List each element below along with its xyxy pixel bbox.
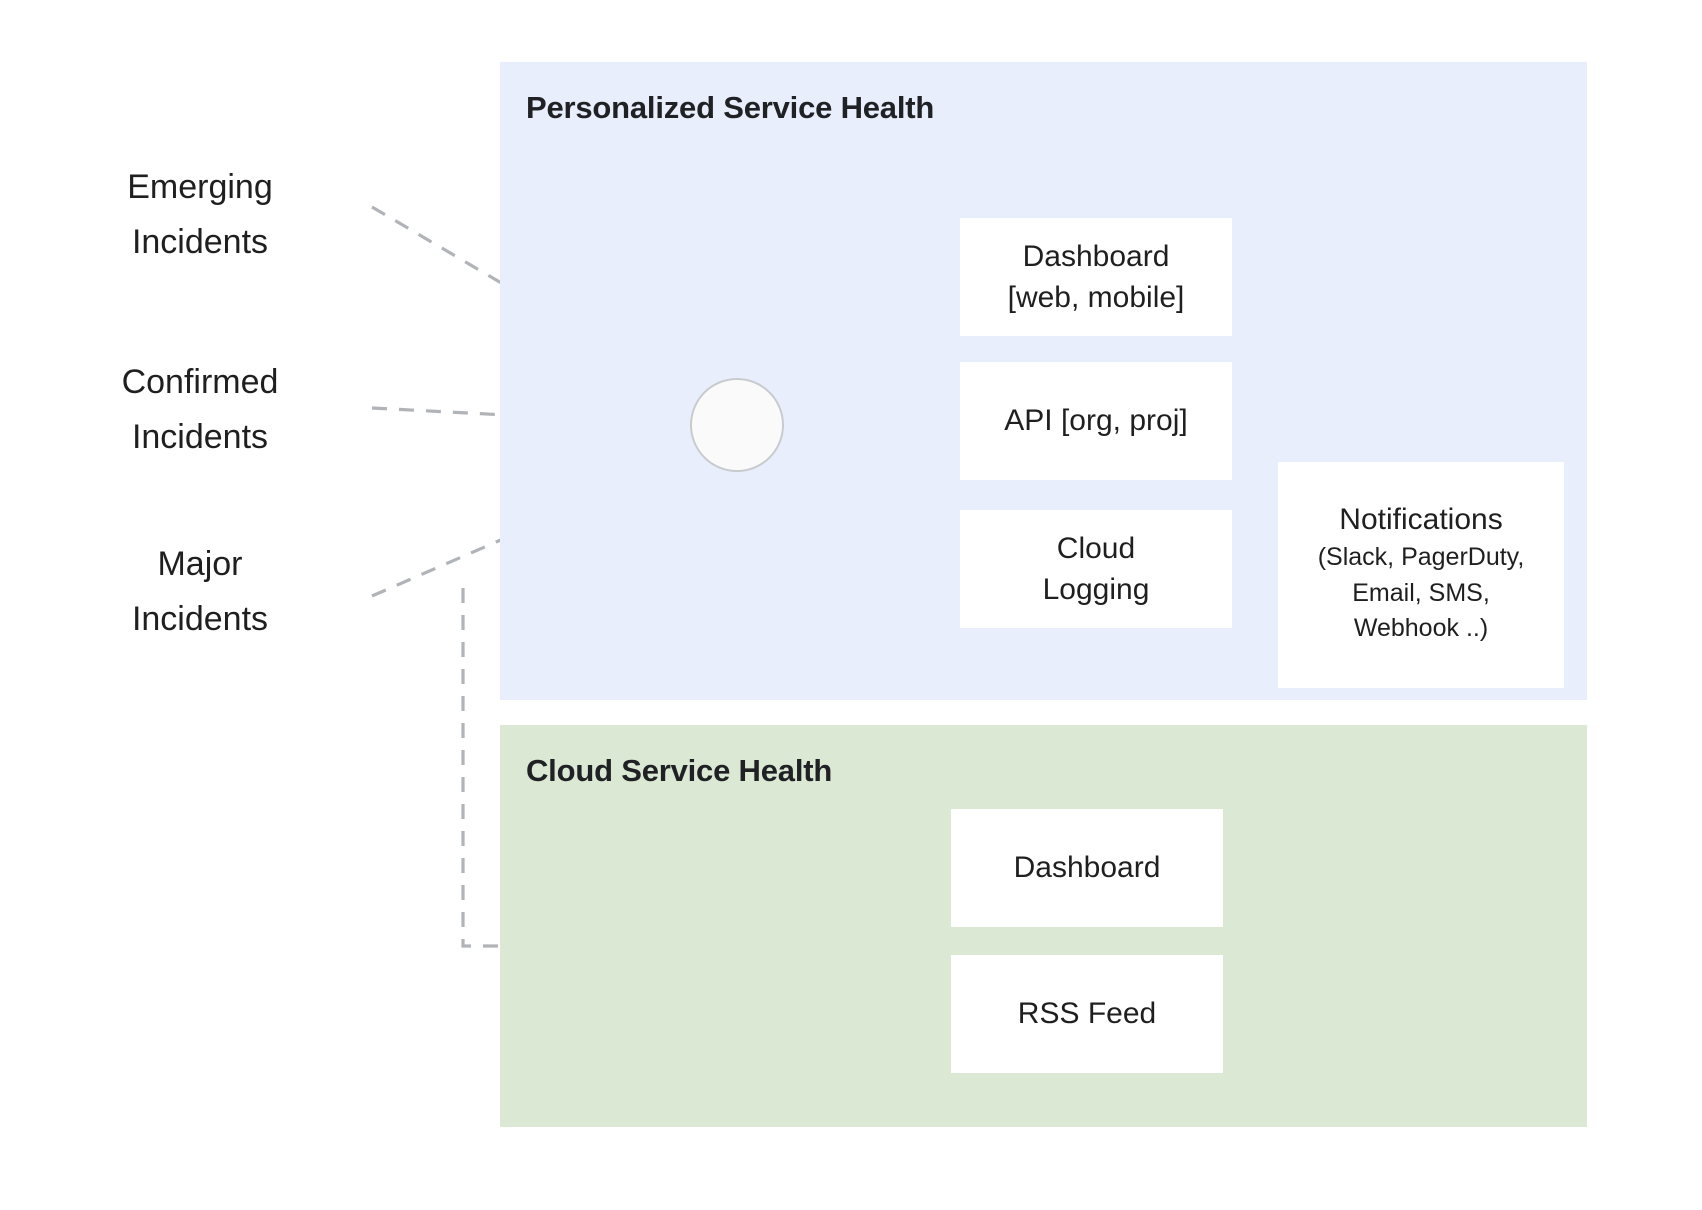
panel-title-cloud-service-health: Cloud Service Health xyxy=(526,753,833,788)
node-notifications-label: Notifications xyxy=(1339,503,1503,537)
node-cloud-logging-label: Cloud Logging xyxy=(1042,531,1150,606)
node-csh-dashboard-label: Dashboard xyxy=(1013,851,1161,885)
source-label-major-incidents: Major Incidents xyxy=(131,545,269,639)
node-csh-rss-feed-label: RSS Feed xyxy=(1017,997,1157,1031)
aggregation-node-circle xyxy=(690,378,784,472)
source-label-confirmed-incidents: Confirmed Incidents xyxy=(121,363,279,457)
node-notifications[interactable]: Notifications (Slack, PagerDuty, Email, … xyxy=(1278,462,1564,688)
node-dashboard-web-mobile-label: Dashboard [web, mobile] xyxy=(1007,239,1185,314)
node-dashboard-web-mobile[interactable]: Dashboard [web, mobile] xyxy=(960,218,1232,336)
node-api-org-proj[interactable]: API [org, proj] xyxy=(960,362,1232,480)
node-csh-rss-feed[interactable]: RSS Feed xyxy=(951,955,1223,1073)
node-api-org-proj-label: API [org, proj] xyxy=(1004,404,1188,438)
node-cloud-logging[interactable]: Cloud Logging xyxy=(960,510,1232,628)
source-label-emerging-incidents: Emerging Incidents xyxy=(127,168,273,262)
node-csh-dashboard[interactable]: Dashboard xyxy=(951,809,1223,927)
panel-title-personalized-service-health: Personalized Service Health xyxy=(526,90,935,125)
node-notifications-sublabel: (Slack, PagerDuty, Email, SMS, Webhook .… xyxy=(1317,543,1525,643)
